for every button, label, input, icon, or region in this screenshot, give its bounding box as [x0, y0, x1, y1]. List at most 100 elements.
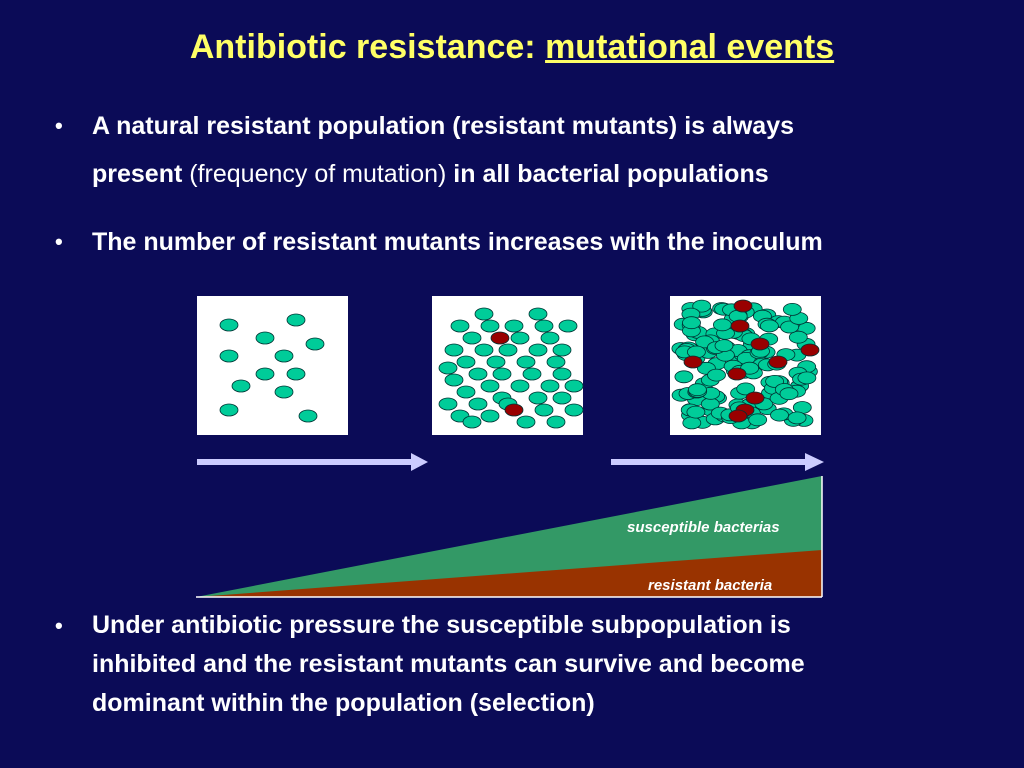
susceptible-cell [480, 379, 500, 393]
susceptible-cell [468, 397, 488, 411]
resistant-cell [800, 343, 820, 357]
resistant-cell [504, 403, 524, 417]
resistant-cell [730, 319, 750, 333]
susceptible-cell [564, 403, 584, 417]
susceptible-cell [274, 349, 294, 363]
susceptible-cell [692, 299, 712, 313]
susceptible-cell [498, 343, 518, 357]
resistant-cell [750, 337, 770, 351]
bullet1-line2: present (frequency of mutation) in all b… [92, 150, 794, 198]
label-resistant: resistant bacteria [648, 577, 772, 594]
bullet3-line3: dominant within the population (selectio… [92, 689, 595, 717]
susceptible-cell [552, 343, 572, 357]
susceptible-cell [552, 367, 572, 381]
susceptible-cell [305, 337, 325, 351]
petri-box-low [197, 296, 348, 435]
susceptible-cell [480, 319, 500, 333]
susceptible-cell [558, 319, 578, 333]
susceptible-cell [219, 318, 239, 332]
susceptible-cell [564, 379, 584, 393]
susceptible-cell [504, 319, 524, 333]
susceptible-cell [231, 379, 251, 393]
susceptible-cell [462, 331, 482, 345]
susceptible-cell [255, 331, 275, 345]
susceptible-cell [528, 343, 548, 357]
bullet-dot-icon: • [55, 613, 63, 638]
cells-medium [438, 307, 584, 429]
susceptible-cell [492, 367, 512, 381]
susceptible-cell [713, 318, 732, 332]
susceptible-cell [682, 316, 701, 330]
susceptible-cell [552, 391, 572, 405]
susceptible-cell [682, 416, 702, 430]
susceptible-cell [686, 405, 706, 419]
bullet-dot-icon: • [55, 229, 63, 254]
susceptible-cell [770, 408, 789, 422]
susceptible-cell [480, 409, 500, 423]
susceptible-cell [528, 391, 548, 405]
susceptible-cell [688, 383, 707, 397]
susceptible-cell [528, 307, 548, 321]
title-underlined: mutational events [545, 28, 835, 66]
susceptible-cell [510, 379, 530, 393]
susceptible-cell [782, 302, 802, 316]
susceptible-cell [444, 373, 464, 387]
susceptible-cell [779, 387, 799, 401]
susceptible-cell [486, 355, 506, 369]
susceptible-cell [450, 319, 470, 333]
susceptible-cell [780, 320, 799, 334]
slide-title: Antibiotic resistance: mutational events [0, 28, 1024, 67]
arrow-left [197, 453, 428, 471]
resistant-area [196, 550, 822, 597]
susceptible-cell [797, 371, 817, 385]
cells-low [219, 313, 325, 423]
susceptible-cell [546, 415, 566, 429]
susceptible-cell [788, 330, 808, 344]
susceptible-cell [219, 349, 239, 363]
susceptible-cell [787, 411, 807, 425]
susceptible-cell [438, 361, 458, 375]
resistant-cell [727, 367, 747, 381]
susceptible-cell [462, 415, 482, 429]
susceptible-cell [516, 355, 536, 369]
cells-high [671, 299, 820, 430]
susceptible-cell [286, 367, 306, 381]
susceptible-cell [540, 379, 560, 393]
resistant-cell [490, 331, 510, 345]
resistant-cell [733, 299, 753, 313]
susceptible-cell [474, 343, 494, 357]
susceptible-cell [456, 385, 476, 399]
susceptible-cell [298, 409, 318, 423]
susceptible-cell [510, 331, 530, 345]
susceptible-cell [286, 313, 306, 327]
susceptible-cell [540, 331, 560, 345]
label-susceptible: susceptible bacterias [627, 519, 780, 536]
susceptible-cell [468, 367, 488, 381]
resistant-cell [768, 355, 788, 369]
susceptible-cell [474, 307, 494, 321]
susceptible-cell [714, 339, 734, 353]
susceptible-cell [438, 397, 458, 411]
susceptible-cell [522, 367, 542, 381]
arrow-right [611, 453, 824, 471]
resistant-cell [683, 355, 703, 369]
susceptible-cell [736, 382, 756, 396]
title-main: Antibiotic resistance: [189, 28, 546, 66]
bullet3-line1: Under antibiotic pressure the susceptibl… [92, 611, 791, 639]
susceptible-cell [674, 370, 694, 384]
susceptible-cell [534, 319, 554, 333]
bullet2-text: The number of resistant mutants increase… [92, 228, 823, 256]
susceptible-cell [760, 319, 779, 333]
susceptible-cell [516, 415, 536, 429]
bullet1-bold-end: in all bacterial populations [446, 160, 769, 188]
bullet1-bold-start: present [92, 160, 190, 188]
susceptible-cell [444, 343, 464, 357]
bullet3-line2: inhibited and the resistant mutants can … [92, 650, 805, 678]
susceptible-cell [748, 413, 768, 427]
resistant-cell [745, 391, 765, 405]
resistant-cell [728, 409, 748, 423]
bullet-dot-icon: • [55, 113, 63, 138]
susceptible-cell [707, 368, 726, 382]
susceptible-cell [219, 403, 239, 417]
